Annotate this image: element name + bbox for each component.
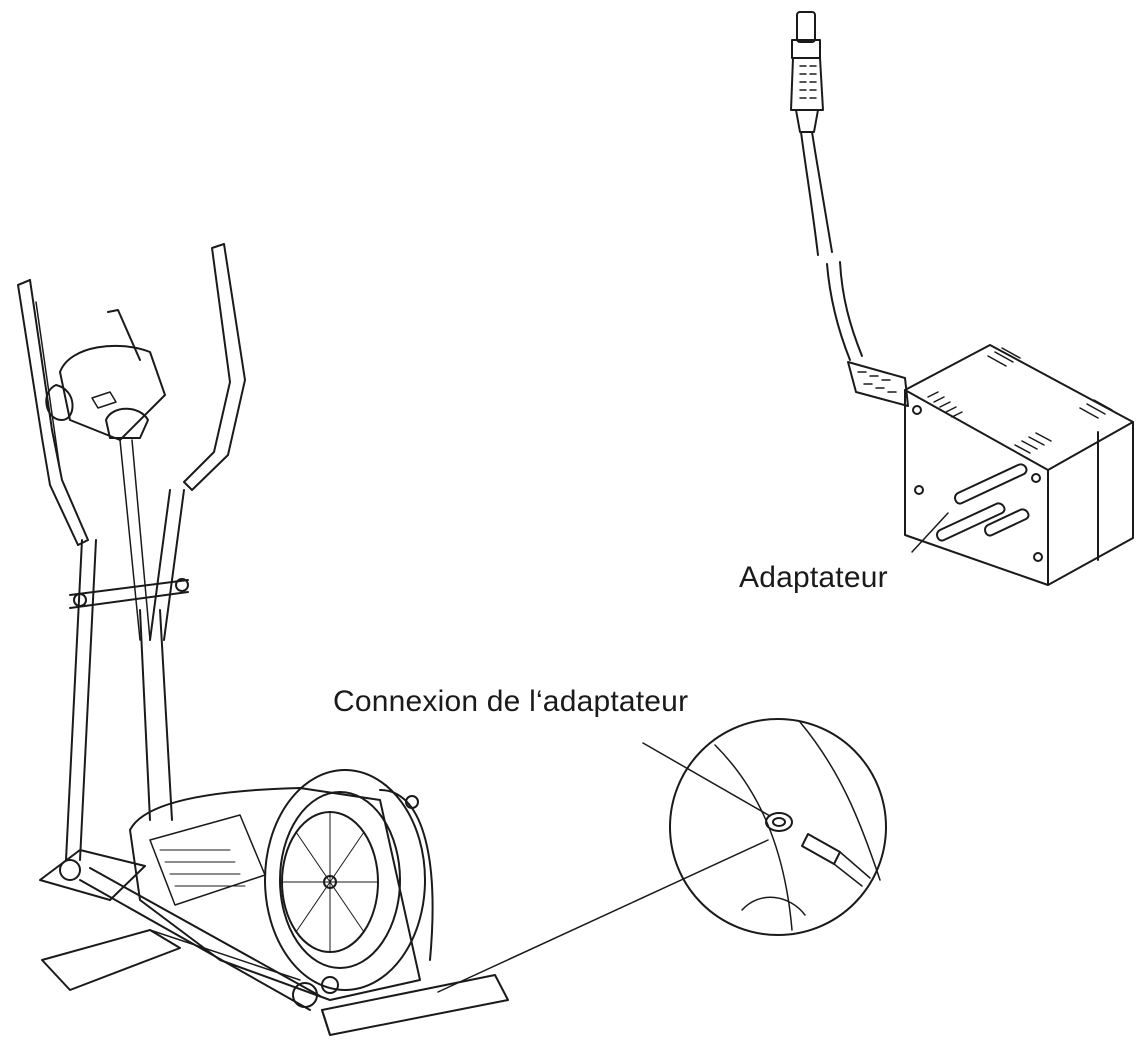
adapter-label: Adaptateur (739, 561, 888, 594)
power-adapter-icon (790, 11, 1134, 586)
adapter-connection-label: Connexion de l‘adaptateur (333, 685, 689, 718)
elliptical-trainer-icon (17, 243, 509, 1036)
connection-detail-circle (437, 718, 887, 993)
